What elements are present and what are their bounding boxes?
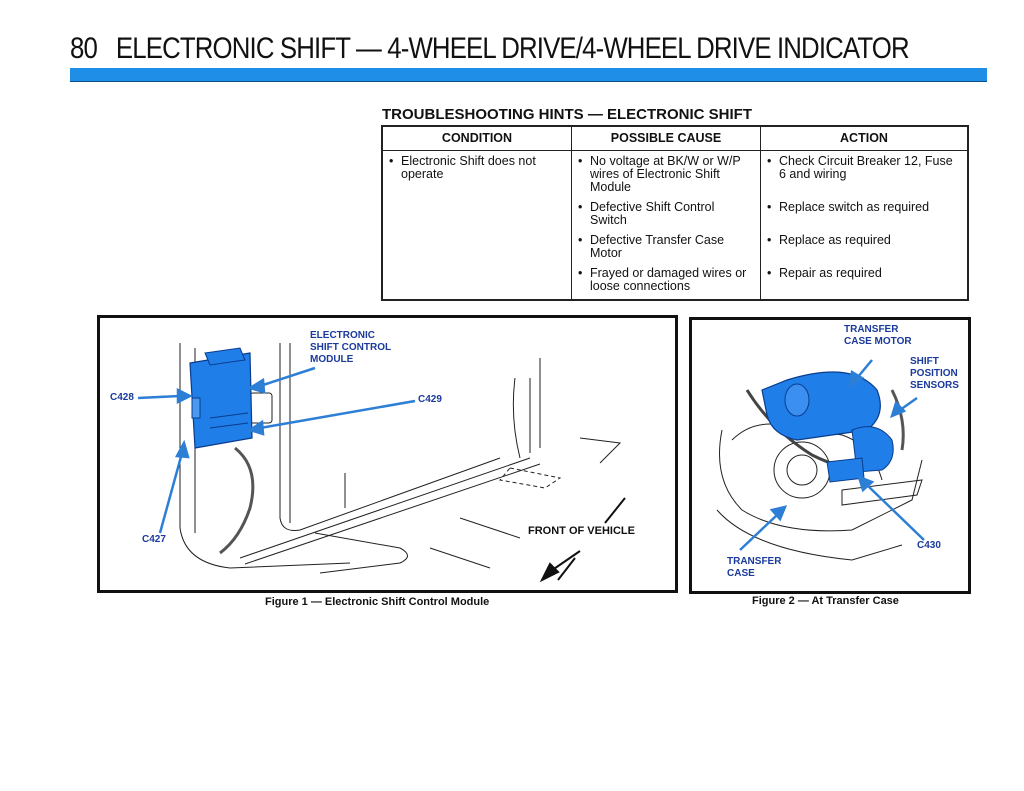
c429-label: C429 xyxy=(418,394,442,405)
sill-line xyxy=(239,457,541,565)
control-module-component xyxy=(189,347,253,449)
cause-text: No voltage at BK/W or W/P wires of Elect… xyxy=(590,154,741,194)
module-pointer-arrow xyxy=(259,366,316,388)
figure-1-caption: Figure 1 — Electronic Shift Control Modu… xyxy=(265,596,490,608)
list-item: •Check Circuit Breaker 12, Fuse 6 and wi… xyxy=(767,155,961,181)
action-text: Replace as required xyxy=(779,233,891,247)
troubleshooting-table: CONDITION POSSIBLE CAUSE ACTION •Electro… xyxy=(381,125,969,301)
figure-2-caption: Figure 2 — At Transfer Case xyxy=(752,595,899,607)
table-row: •Electronic Shift does not operate •No v… xyxy=(381,150,969,300)
sensors-pointer-arrow xyxy=(899,396,918,412)
front-of-vehicle-arrow xyxy=(539,497,626,583)
page-title: ELECTRONIC SHIFT — 4-WHEEL DRIVE/4-WHEEL… xyxy=(115,32,910,65)
c430-pointer-arrow xyxy=(866,484,925,541)
column-header-cause: POSSIBLE CAUSE xyxy=(571,125,761,151)
action-text: Check Circuit Breaker 12, Fuse 6 and wir… xyxy=(779,154,953,181)
condition-text: Electronic Shift does not operate xyxy=(401,154,536,181)
transfer-case-pointer-arrow xyxy=(739,514,778,551)
action-text: Replace switch as required xyxy=(779,200,930,214)
transfer-case-outline xyxy=(719,429,923,532)
front-of-vehicle-label: FRONT OF VEHICLE xyxy=(528,525,635,537)
c429-pointer-arrow xyxy=(259,399,416,430)
list-item: •Defective Shift Control Switch xyxy=(578,201,754,227)
condition-cell: •Electronic Shift does not operate xyxy=(381,150,572,300)
transfer-case-motor-label: TRANSFER CASE MOTOR xyxy=(844,324,912,347)
action-cell: •Check Circuit Breaker 12, Fuse 6 and wi… xyxy=(760,150,969,300)
c428-label: C428 xyxy=(110,392,134,403)
c427-pointer-arrow xyxy=(158,452,184,534)
cause-text: Frayed or damaged wires or loose connect… xyxy=(590,266,747,293)
column-header-condition: CONDITION xyxy=(381,125,572,151)
shift-position-sensors-label: SHIFT POSITION SENSORS xyxy=(910,356,959,391)
door-pillar-line xyxy=(179,343,351,569)
header-accent-bar xyxy=(70,68,987,82)
list-item: •Frayed or damaged wires or loose connec… xyxy=(578,267,754,293)
table-header-row: CONDITION POSSIBLE CAUSE ACTION xyxy=(381,125,969,151)
module-label: ELECTRONIC SHIFT CONTROL MODULE xyxy=(310,330,392,365)
column-header-action: ACTION xyxy=(760,125,969,151)
page-header: 80 ELECTRONIC SHIFT — 4-WHEEL DRIVE/4-WHE… xyxy=(70,32,910,66)
list-item: •Replace switch as required xyxy=(767,200,930,214)
c428-pointer-arrow xyxy=(137,394,181,400)
figure-2-drawing xyxy=(716,359,925,561)
page-number: 80 xyxy=(70,32,98,65)
list-item: •Defective Transfer Case Motor xyxy=(578,234,754,260)
action-text: Repair as required xyxy=(779,266,882,280)
list-item: •No voltage at BK/W or W/P wires of Elec… xyxy=(578,155,754,194)
list-item: •Repair as required xyxy=(767,266,882,280)
c427-label: C427 xyxy=(142,534,166,545)
transfer-case-motor-component xyxy=(761,371,894,483)
c430-label: C430 xyxy=(917,540,941,551)
transfer-case-label: TRANSFER CASE xyxy=(727,556,782,579)
figure-1-drawing xyxy=(137,343,626,583)
list-item: •Replace as required xyxy=(767,233,891,247)
motor-pointer-arrow xyxy=(856,359,873,379)
troubleshooting-title: TROUBLESHOOTING HINTS — ELECTRONIC SHIFT xyxy=(382,106,752,123)
cause-cell: •No voltage at BK/W or W/P wires of Elec… xyxy=(571,150,761,300)
figure-2-illustration: TRANSFER CASE MOTOR SHIFT POSITION SENSO… xyxy=(689,317,971,594)
cause-text: Defective Shift Control Switch xyxy=(590,200,715,227)
figure-1-illustration: ELECTRONIC SHIFT CONTROL MODULE C428 C42… xyxy=(97,315,678,593)
cause-text: Defective Transfer Case Motor xyxy=(590,233,725,260)
